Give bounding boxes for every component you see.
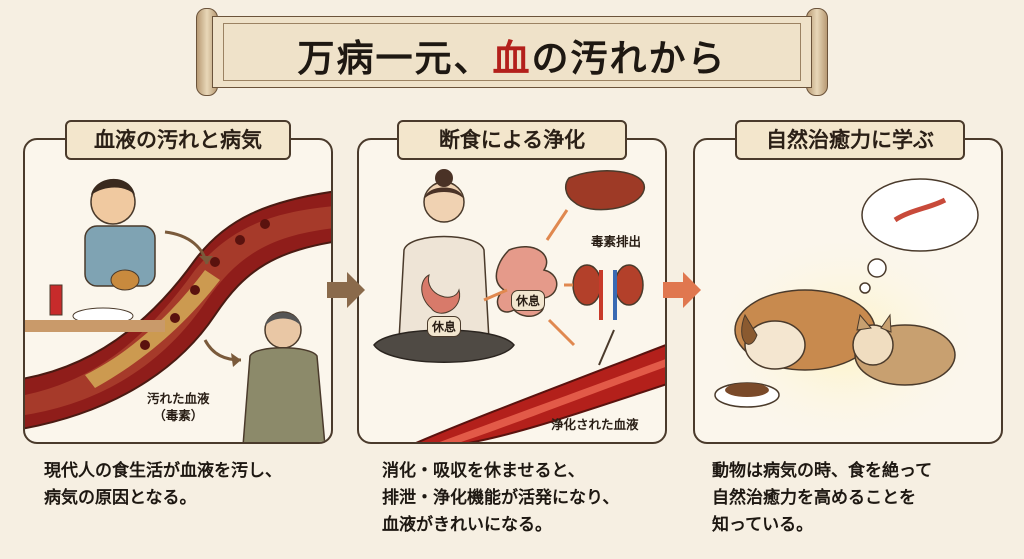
panel-2-description-line2: 排泄・浄化機能が活発になり、 xyxy=(382,488,620,508)
title-part-blood: 血 xyxy=(492,36,532,80)
panel-2-description: 消化・吸収を休ませると、 排泄・浄化機能が活発になり、 血液がきれいになる。 xyxy=(382,458,619,539)
dirty-blood-caption: 汚れた血液 （毒素） xyxy=(147,390,210,424)
title-part-1: 万病一元、 xyxy=(297,36,493,80)
arrow-panel1-to-panel2 xyxy=(327,272,365,308)
title-part-2: の汚れから xyxy=(531,36,727,80)
panel-1-description-line2: 病気の原因となる。 xyxy=(44,488,197,508)
scroll-paper xyxy=(212,16,812,88)
panel-3-illustration xyxy=(705,178,985,442)
panel-3-description-line3: 知っている。 xyxy=(712,515,814,535)
panel-3-description-line1: 動物は病気の時、食を絶って xyxy=(712,461,933,481)
panel-1-description: 現代人の食生活が血液を汚し、 病気の原因となる。 xyxy=(44,458,282,512)
dirty-blood-caption-line2: （毒素） xyxy=(153,408,204,423)
page-title: 万病一元、血の汚れから xyxy=(196,28,828,82)
toxin-release-caption: 毒素排出 xyxy=(591,234,642,249)
panel-1-label: 血液の汚れと病気 xyxy=(65,120,291,160)
panel-1-description-line1: 現代人の食生活が血液を汚し、 xyxy=(44,461,282,481)
panel-blood-and-disease: 汚れた血液 （毒素） xyxy=(23,138,333,444)
panel-2-description-line1: 消化・吸収を休ませると、 xyxy=(382,461,585,481)
dirty-blood-caption-line1: 汚れた血液 xyxy=(147,391,210,406)
panel-2-description-line3: 血液がきれいになる。 xyxy=(382,515,552,535)
panel-3-description: 動物は病気の時、食を絶って 自然治癒力を高めることを 知っている。 xyxy=(712,458,932,539)
rest-badge-intestine: 休息 xyxy=(511,290,546,311)
panel-1-illustration xyxy=(25,178,331,442)
panel-natural-healing xyxy=(693,138,1003,444)
panel-fasting-purification: 毒素排出 休息 休息 浄化された血液 xyxy=(357,138,667,444)
title-banner: 万病一元、血の汚れから xyxy=(196,8,828,96)
rest-badge-stomach: 休息 xyxy=(427,316,462,337)
panel-3-description-line2: 自然治癒力を高めることを xyxy=(712,488,916,508)
panel-2-label: 断食による浄化 xyxy=(397,120,627,160)
purified-blood-caption: 浄化された血液 xyxy=(551,417,639,432)
arrow-panel2-to-panel3 xyxy=(663,272,701,308)
panel-3-label: 自然治癒力に学ぶ xyxy=(735,120,965,160)
